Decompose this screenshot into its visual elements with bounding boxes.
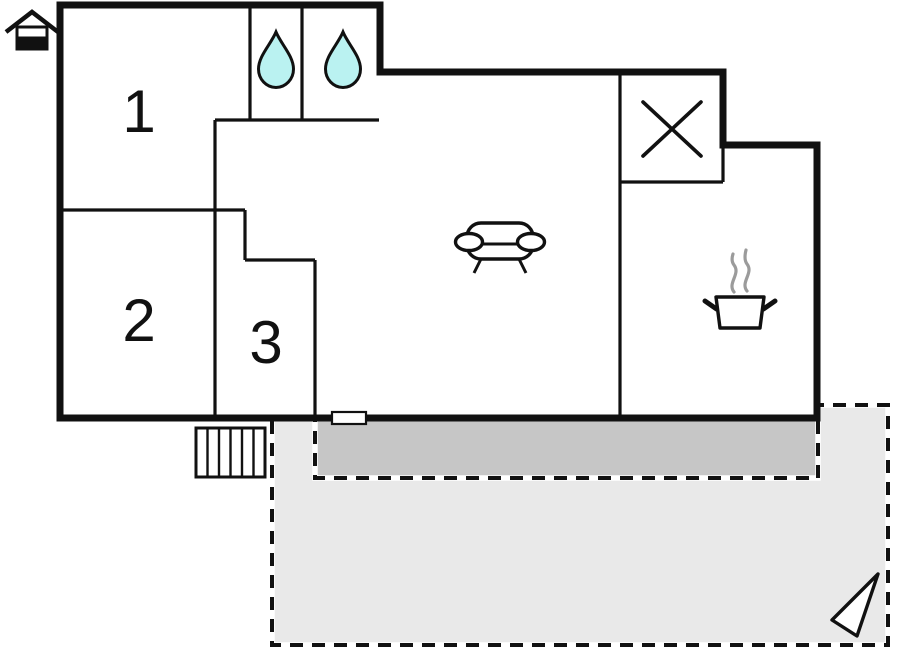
- steam-wisp: [743, 248, 751, 293]
- stairs-icon: [194, 426, 267, 479]
- water-drop-icon: [256, 28, 296, 89]
- room-1-label: 1: [122, 78, 155, 145]
- direction-arrow-icon: [830, 572, 880, 638]
- steam-wisp: [730, 252, 738, 294]
- inner-walls: [61, 6, 725, 416]
- x-cross-icon: [641, 100, 703, 158]
- house-icon: [4, 9, 60, 51]
- room-3-label: 3: [249, 309, 282, 376]
- terrace-area: [269, 402, 891, 648]
- water-drop-icon: [323, 28, 363, 89]
- door-marker: [330, 410, 368, 426]
- sofa-icon: [453, 221, 547, 274]
- terrace-dark-strip: [315, 412, 818, 478]
- terrace-border-underlay: [269, 402, 891, 648]
- cooking-pot-icon: [702, 248, 778, 330]
- room-2-label: 2: [122, 287, 155, 354]
